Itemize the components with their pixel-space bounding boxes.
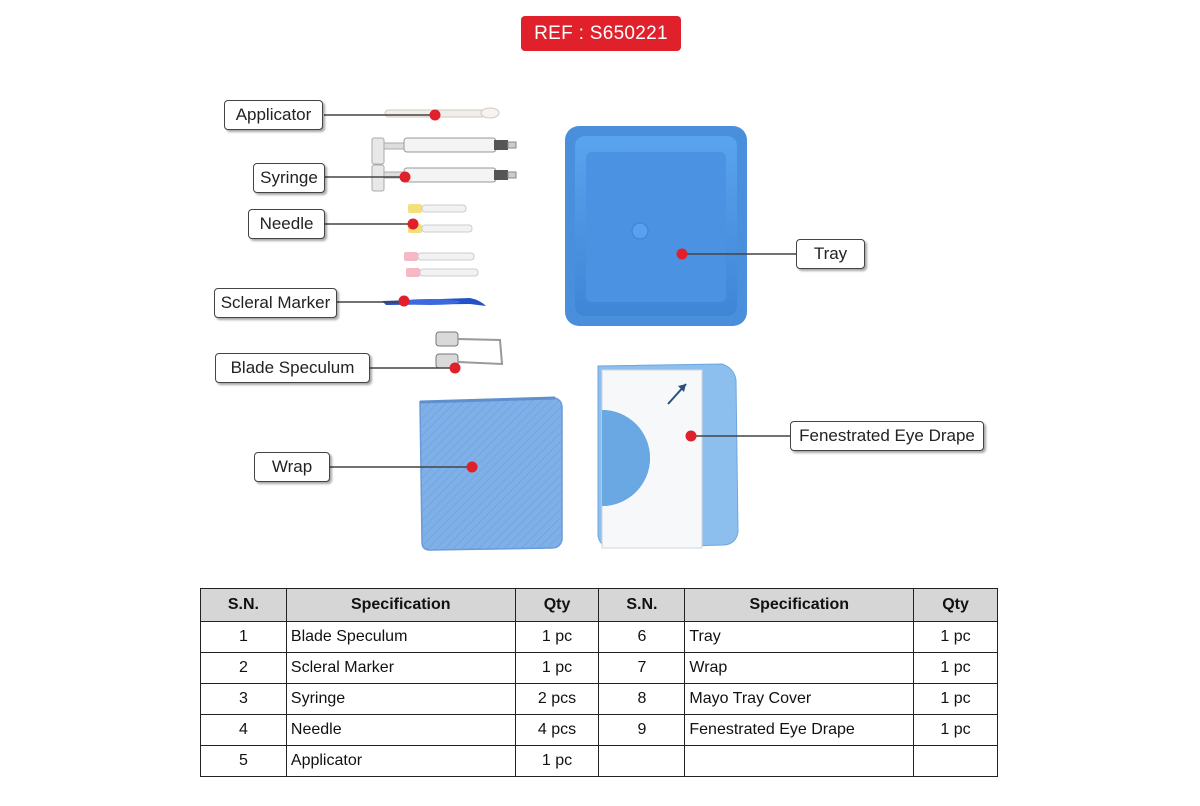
wrap-image	[419, 396, 563, 551]
cell-specification: Syringe	[285, 683, 516, 715]
syringe-image	[371, 137, 517, 192]
cell-qty: 1 pc	[514, 621, 600, 653]
label-syringe: Syringe	[253, 163, 325, 193]
cell-specification: Wrap	[684, 652, 915, 684]
header-qty: Qty	[514, 588, 600, 622]
label-wrap: Wrap	[254, 452, 330, 482]
header-specification: Specification	[285, 588, 516, 622]
label-needle: Needle	[248, 209, 325, 239]
leader-lines	[324, 114, 796, 468]
cell-specification: Applicator	[285, 745, 516, 777]
cell-sn: 1	[200, 621, 287, 653]
table-row: 5 Applicator 1 pc	[200, 745, 998, 777]
cell-qty: 1 pc	[913, 714, 998, 746]
cell-sn: 2	[200, 652, 287, 684]
table-row: 2 Scleral Marker 1 pc 7 Wrap 1 pc	[200, 652, 998, 684]
cell-sn: 5	[200, 745, 287, 777]
header-sn: S.N.	[598, 588, 686, 622]
header-sn: S.N.	[200, 588, 287, 622]
product-illustration	[324, 107, 796, 551]
tray-image	[565, 126, 747, 326]
needle-image	[404, 204, 479, 277]
cell-specification: Fenestrated Eye Drape	[684, 714, 915, 746]
cell-sn: 3	[200, 683, 287, 715]
marker-dots	[398, 109, 697, 473]
cell-qty: 1 pc	[913, 652, 998, 684]
cell-qty: 1 pc	[514, 745, 600, 777]
cell-qty: 1 pc	[913, 621, 998, 653]
cell-specification: Scleral Marker	[285, 652, 516, 684]
header-specification: Specification	[684, 588, 915, 622]
table-row: 4 Needle 4 pcs 9 Fenestrated Eye Drape 1…	[200, 714, 998, 746]
ref-badge: REF : S650221	[521, 16, 681, 51]
cell-specification: Needle	[285, 714, 516, 746]
cell-sn: 9	[598, 714, 686, 746]
cell-sn	[598, 745, 686, 777]
cell-qty: 1 pc	[913, 683, 998, 715]
cell-sn: 4	[200, 714, 287, 746]
label-blade-speculum: Blade Speculum	[215, 353, 370, 383]
cell-sn: 6	[598, 621, 686, 653]
cell-specification	[684, 745, 915, 777]
applicator-image	[384, 107, 500, 119]
label-scleral-marker: Scleral Marker	[214, 288, 337, 318]
cell-sn: 7	[598, 652, 686, 684]
header-qty: Qty	[913, 588, 998, 622]
table-row: 3 Syringe 2 pcs 8 Mayo Tray Cover 1 pc	[200, 683, 998, 715]
label-applicator: Applicator	[224, 100, 323, 130]
blade-speculum-image	[435, 331, 504, 369]
label-tray: Tray	[796, 239, 865, 269]
specification-table: S.N. Specification Qty S.N. Specificatio…	[200, 588, 998, 777]
table-row: 1 Blade Speculum 1 pc 6 Tray 1 pc	[200, 621, 998, 653]
cell-specification: Mayo Tray Cover	[684, 683, 915, 715]
cell-qty	[913, 745, 998, 777]
table-header-row: S.N. Specification Qty S.N. Specificatio…	[200, 588, 998, 622]
cell-qty: 2 pcs	[514, 683, 600, 715]
cell-qty: 1 pc	[514, 652, 600, 684]
cell-qty: 4 pcs	[514, 714, 600, 746]
cell-specification: Tray	[684, 621, 915, 653]
cell-sn: 8	[598, 683, 686, 715]
cell-specification: Blade Speculum	[285, 621, 516, 653]
fenestrated-eye-drape-image	[597, 363, 739, 549]
label-fenestrated-eye-drape: Fenestrated Eye Drape	[790, 421, 984, 451]
